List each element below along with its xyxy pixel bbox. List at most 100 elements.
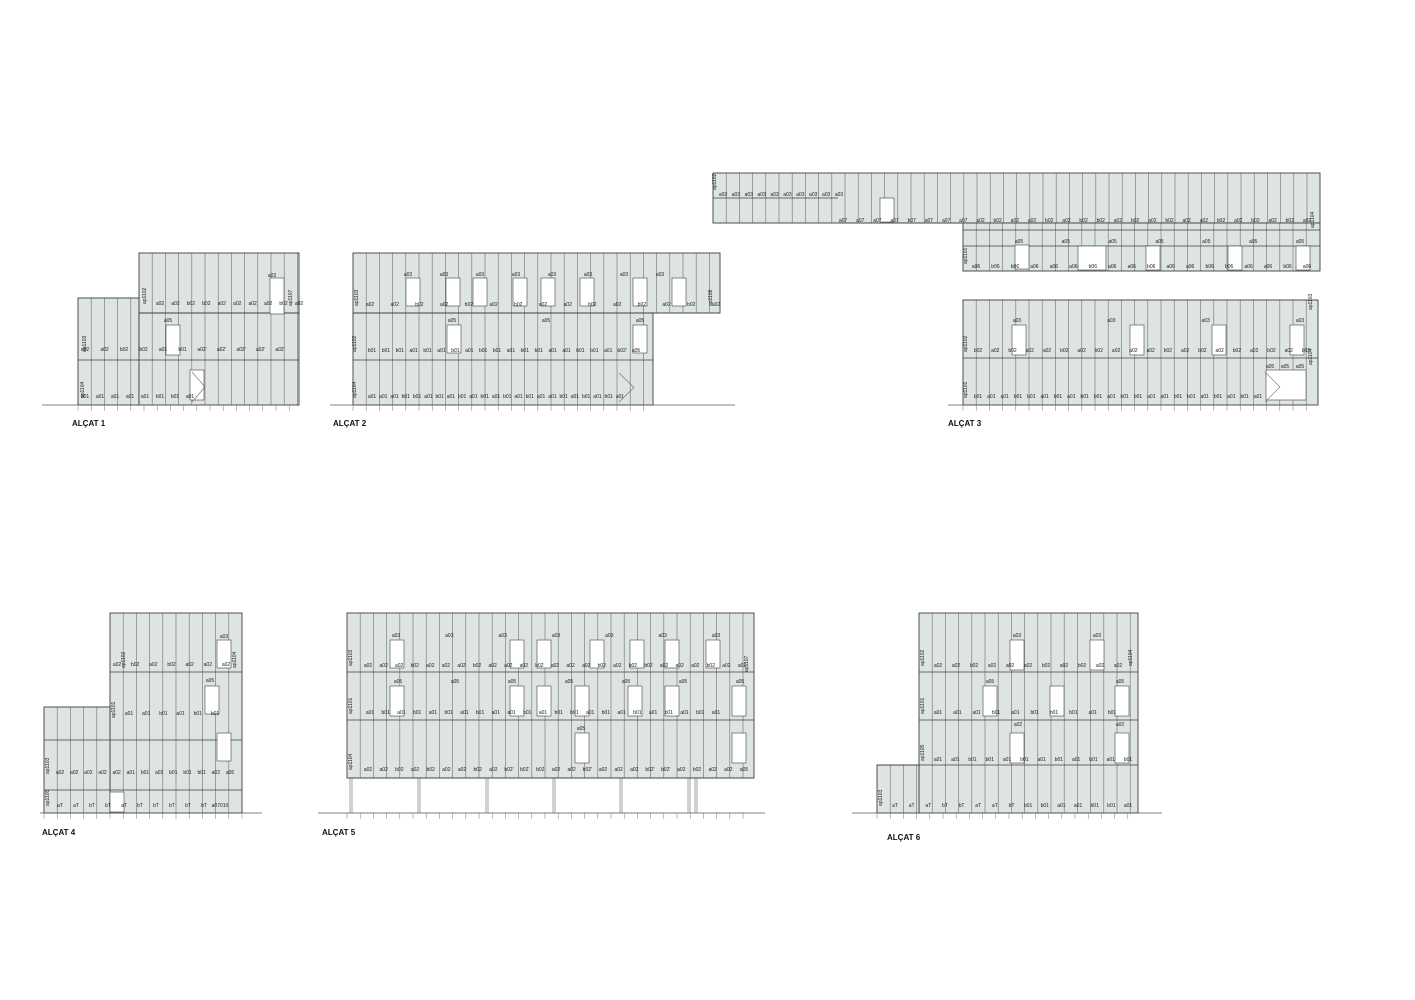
vertical-code: ap1101 [920,697,926,714]
panel-code: a02 [364,663,373,669]
panel-code: a07 [873,218,882,224]
door-mark [618,372,635,388]
panel-code: a02 [100,347,109,353]
panel-code: a01 [410,348,419,354]
panel-code: b02 [465,302,474,308]
door-mark [618,387,635,403]
panel-code: b01 [1055,757,1064,763]
panel-code: a02 [952,663,961,669]
panel-code: a02 [1006,663,1015,669]
panel-code: a02 [1250,348,1259,354]
panel-code: b01 [590,348,599,354]
panel-code: bT [153,803,159,809]
panel-code: b02' [504,767,513,773]
panel-code: a02 [1077,348,1086,354]
panel-code: a07 [925,218,934,224]
panel-code: a02 [112,770,121,776]
panel-code: a02' [197,347,206,353]
panel-code: a03 [552,633,561,639]
panel-code: b01 [1094,394,1103,400]
panel-code: a02 [185,662,194,668]
panel-code: a03 [392,633,401,639]
window-opening [1014,244,1030,270]
panel-code: a06 [1069,264,1078,270]
window-opening [982,685,998,717]
vertical-code: ap1104 [352,381,358,398]
panel-code: a02 [1028,218,1037,224]
panel-code: a01 [1200,394,1209,400]
panel-code: a01 [1160,394,1169,400]
panel-code: a01 [537,394,546,400]
window-opening [664,639,680,669]
panel-code: b01 [526,394,535,400]
panel-code: b01 [1089,757,1098,763]
panel-code: a05 [1296,239,1305,245]
panel-code: b01 [1120,394,1129,400]
panel-code: a03 [445,633,454,639]
panel-code: b01 [396,348,405,354]
panel-code: a05 [164,318,173,324]
panel-code: a02 [1181,348,1190,354]
panel-code: a02 [295,301,304,307]
panel-code: a02 [1062,218,1071,224]
panel-code: b01 [665,710,674,716]
panel-code: b01 [423,348,432,354]
door-mark [1264,371,1281,388]
panel-code: b02 [426,767,435,773]
title-alcat-2: ALÇAT 2 [333,419,367,428]
vertical-code: ap1103 [348,649,354,666]
panel-code: b02 [535,663,544,669]
panel-code: a03 [658,633,667,639]
vertical-code: ap1103 [82,335,88,352]
panel-code: b01 [382,710,391,716]
panel-code: a01 [1011,710,1020,716]
vertical-code: ap1102 [712,173,718,190]
vertical-code: ap1101 [963,381,969,398]
panel-code: a03 [719,192,728,198]
panel-code: a03 [440,272,449,278]
panel-code: bT [169,803,175,809]
panel-code: a02 [1216,348,1225,354]
panel-code: b01 [211,711,220,717]
panel-code: a01 [397,710,406,716]
panel-code: a06 [1030,264,1039,270]
window-opening [512,277,528,307]
panel-code: a07 [890,218,899,224]
door-mark [1264,386,1281,403]
panel-code: a03 [796,192,805,198]
panel-code: bT [942,803,948,809]
panel-code: a01 [390,394,399,400]
panel-code: a02 [264,301,273,307]
panel-code: b02 [1286,218,1295,224]
panel-code: a02 [222,662,231,668]
panel-code: a02 [677,767,686,773]
panel-code: b01 [633,710,642,716]
panel-code: b01 [582,394,591,400]
panel-code: b01 [1054,394,1063,400]
panel-code: b02 [1008,348,1017,354]
panel-code: a01 [1040,394,1049,400]
panel-code: a01 [368,394,377,400]
panel-code: b01 [197,770,206,776]
panel-code: b01 [194,711,203,717]
panel-code: b02 [1302,348,1311,354]
window-opening [1211,324,1227,356]
panel-code: b01 [402,394,411,400]
panel-code: aT [975,803,981,809]
panel-code: a02 [488,663,497,669]
panel-code: a01 [507,348,516,354]
panel-code: a01 [492,394,501,400]
panel-code: b02 [536,767,545,773]
panel-code: a02 [613,663,622,669]
panel-code: a03 [404,272,413,278]
panel-code: a02 [520,663,529,669]
panel-code: a05 [1108,239,1117,245]
vertical-code: ap1104 [232,651,238,668]
facade-block [353,313,653,405]
vertical-code: ap1102 [121,651,127,668]
panel-code: b01 [171,394,180,400]
